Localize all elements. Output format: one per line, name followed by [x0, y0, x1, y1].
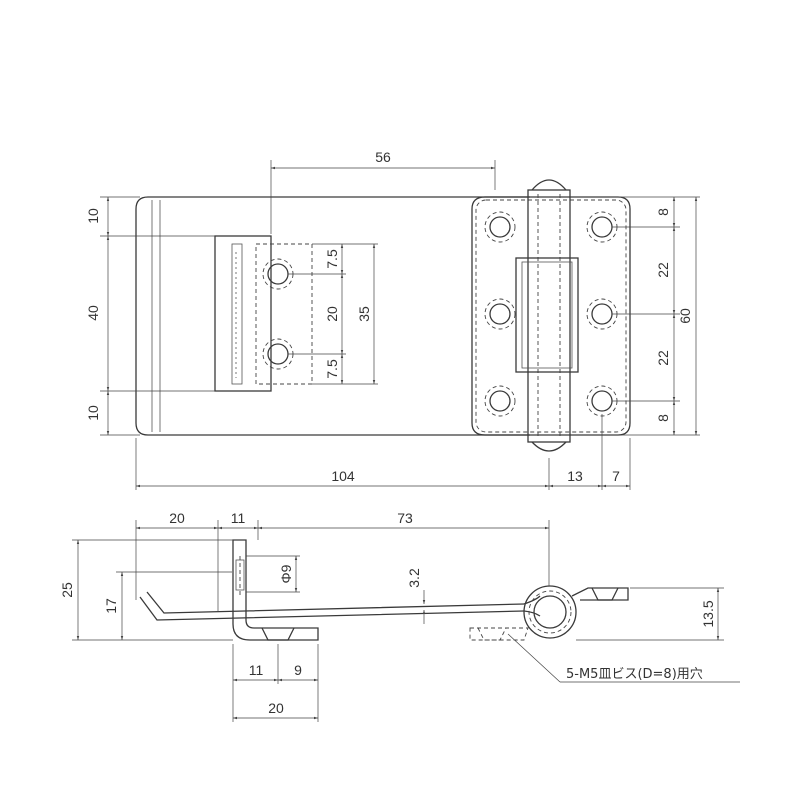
hinge-leaf-side-upper: [571, 587, 629, 601]
hasp-plate-outline: [135, 196, 530, 436]
staple-countersink-side: [261, 627, 295, 641]
knuckle-outer: [523, 585, 577, 639]
dim-side-13-5: 13.5: [700, 600, 716, 627]
hinge-countersink-lower: [477, 627, 507, 641]
dim-side-phi9: Φ9: [278, 564, 294, 583]
dim-22-bottom: 22: [655, 350, 671, 366]
knuckle-center-segment: [515, 257, 579, 373]
hinge-leaf-side-lower: [469, 627, 529, 641]
dim-56: 56: [375, 149, 391, 165]
hinge-knuckle: [527, 189, 571, 443]
hinge-holes: [484, 211, 618, 417]
dim-60: 60: [677, 308, 693, 324]
dim-10-bottom: 10: [85, 405, 101, 421]
dim-side-9-bottom: 9: [294, 662, 302, 678]
staple-hidden-outline: [255, 243, 313, 385]
dim-side-3-2: 3.2: [406, 568, 422, 588]
dim-7-5-bottom: 7.5: [324, 359, 340, 379]
knuckle-hidden: [528, 590, 572, 634]
hasp-to-knuckle: [523, 595, 541, 617]
dim-side-11-bottom: 11: [249, 662, 264, 678]
knuckle-cap-bottom: [531, 441, 567, 452]
dim-8-top: 8: [655, 208, 671, 216]
dim-40: 40: [85, 305, 101, 321]
staple-side-profile: [232, 539, 319, 641]
dim-7-bottom: 7: [612, 468, 620, 484]
dim-10-top: 10: [85, 208, 101, 224]
hasp-side-profile: [139, 591, 525, 621]
dim-side-20-bottom: 20: [268, 700, 284, 716]
dim-22-top: 22: [655, 262, 671, 278]
side-view: 20 11 73 25 17 Φ9 3.2 13.5 11 9 20: [59, 510, 740, 722]
knuckle-cap-top: [531, 179, 567, 191]
slot-window: [214, 235, 272, 392]
hinge-leaf-hidden: [475, 199, 627, 433]
dim-side-25: 25: [59, 582, 75, 598]
hinge-leaf-outline: [471, 196, 631, 436]
dim-side-17: 17: [103, 598, 119, 614]
dim-side-11-top: 11: [231, 510, 246, 526]
hinge-countersink-upper: [591, 587, 619, 601]
knuckle-pin: [533, 595, 567, 629]
dim-7-5-top: 7.5: [324, 249, 340, 269]
dim-8-bottom: 8: [655, 414, 671, 422]
dim-104: 104: [331, 468, 355, 484]
slot-inner: [231, 243, 243, 385]
top-view: 56 104 13 7 10 40 10 7.5 20 7.5: [85, 149, 700, 490]
dim-side-20-top: 20: [169, 510, 185, 526]
screw-hole-note: 5-M5皿ビス(D=8)用穴: [566, 667, 703, 682]
dim-side-73: 73: [397, 510, 413, 526]
knuckle-center-inner: [521, 261, 573, 369]
dim-35: 35: [356, 306, 372, 322]
dim-20: 20: [324, 306, 340, 322]
dim-13: 13: [567, 468, 583, 484]
